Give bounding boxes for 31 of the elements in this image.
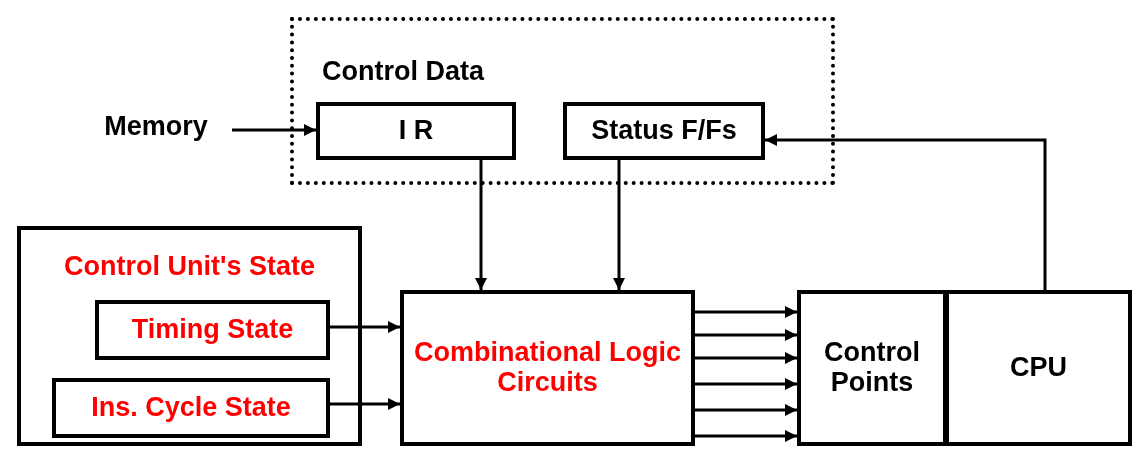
arrow xyxy=(695,378,797,390)
node-label: Status F/Fs xyxy=(591,116,737,146)
register-box xyxy=(316,102,516,160)
node-label: Ins. Cycle State xyxy=(91,393,291,423)
node-label: I R xyxy=(398,116,434,146)
arrow xyxy=(330,398,400,410)
logic-box xyxy=(400,290,695,446)
node-label: CPU xyxy=(1010,353,1067,383)
node-label: Control Data xyxy=(322,57,484,87)
arrow xyxy=(330,321,400,333)
arrow xyxy=(695,329,797,341)
state-box xyxy=(95,300,330,360)
node-label: Combinational Logic Circuits xyxy=(413,338,682,398)
cpu-box xyxy=(945,290,1132,446)
group-box xyxy=(290,17,835,185)
state-box xyxy=(52,378,330,438)
arrow xyxy=(232,124,316,136)
control-points-box xyxy=(797,290,947,446)
arrow xyxy=(475,160,487,290)
node-label: Timing State xyxy=(131,315,294,345)
arrow xyxy=(695,352,797,364)
node-label: Memory xyxy=(104,112,208,142)
arrow xyxy=(765,134,1047,290)
register-box xyxy=(563,102,765,160)
arrow xyxy=(695,404,797,416)
node-label: Control Points xyxy=(823,338,921,398)
arrow xyxy=(613,160,625,290)
node-label: Control Unit's State xyxy=(64,252,315,282)
state-group-box xyxy=(17,226,362,446)
arrow xyxy=(695,430,797,442)
arrow xyxy=(695,306,797,318)
